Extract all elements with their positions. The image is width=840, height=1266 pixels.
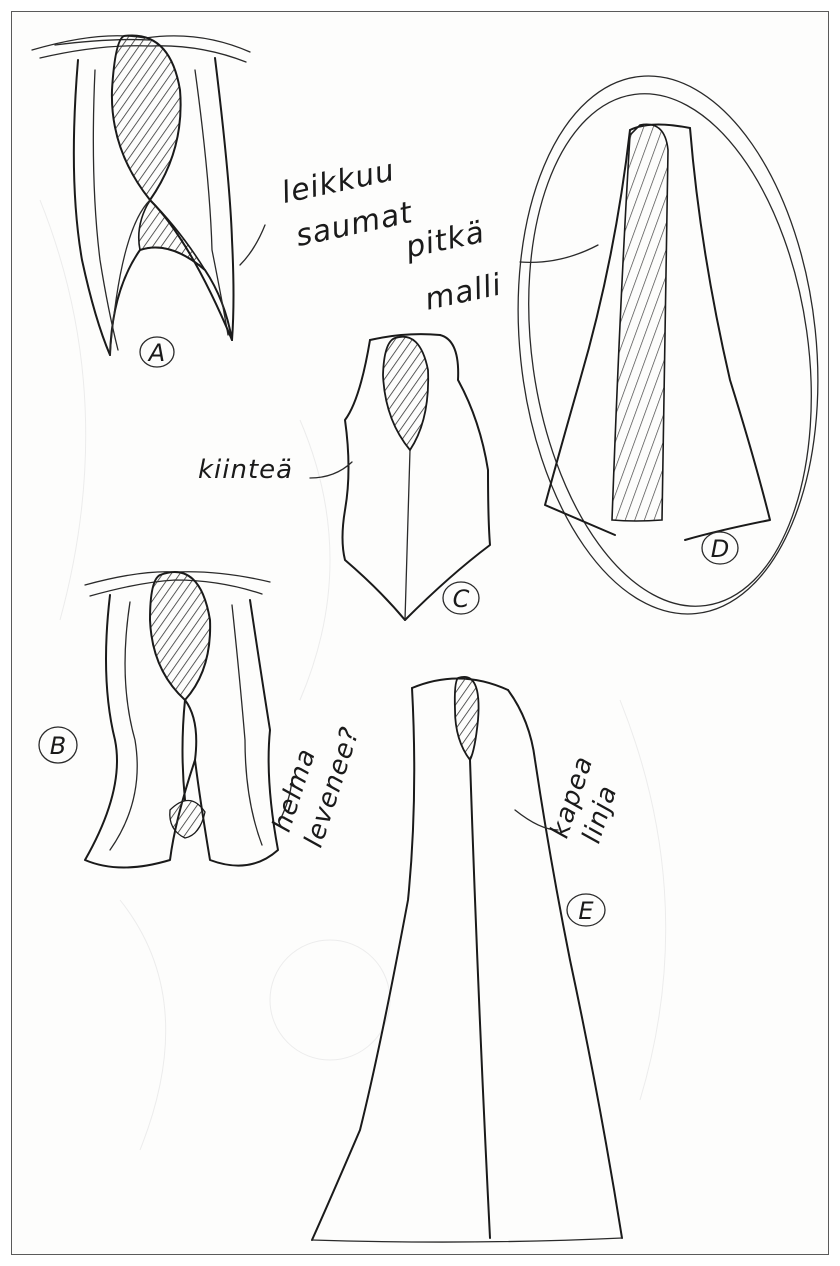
annotation-d-line1: pitkä [402,215,488,266]
label-a: A [147,339,165,367]
vest-b-sketch [39,572,292,868]
annotation-d-line2: malli [422,267,505,317]
vest-c-sketch [310,334,490,620]
ghost-strokes [40,200,666,1150]
label-c: C [453,585,470,613]
annotation-c: kiinteä [198,455,293,485]
label-b: B [50,732,66,760]
label-e: E [578,897,594,925]
vest-a-sketch [32,35,265,367]
vest-d-sketch [493,61,840,629]
label-d: D [711,535,729,563]
